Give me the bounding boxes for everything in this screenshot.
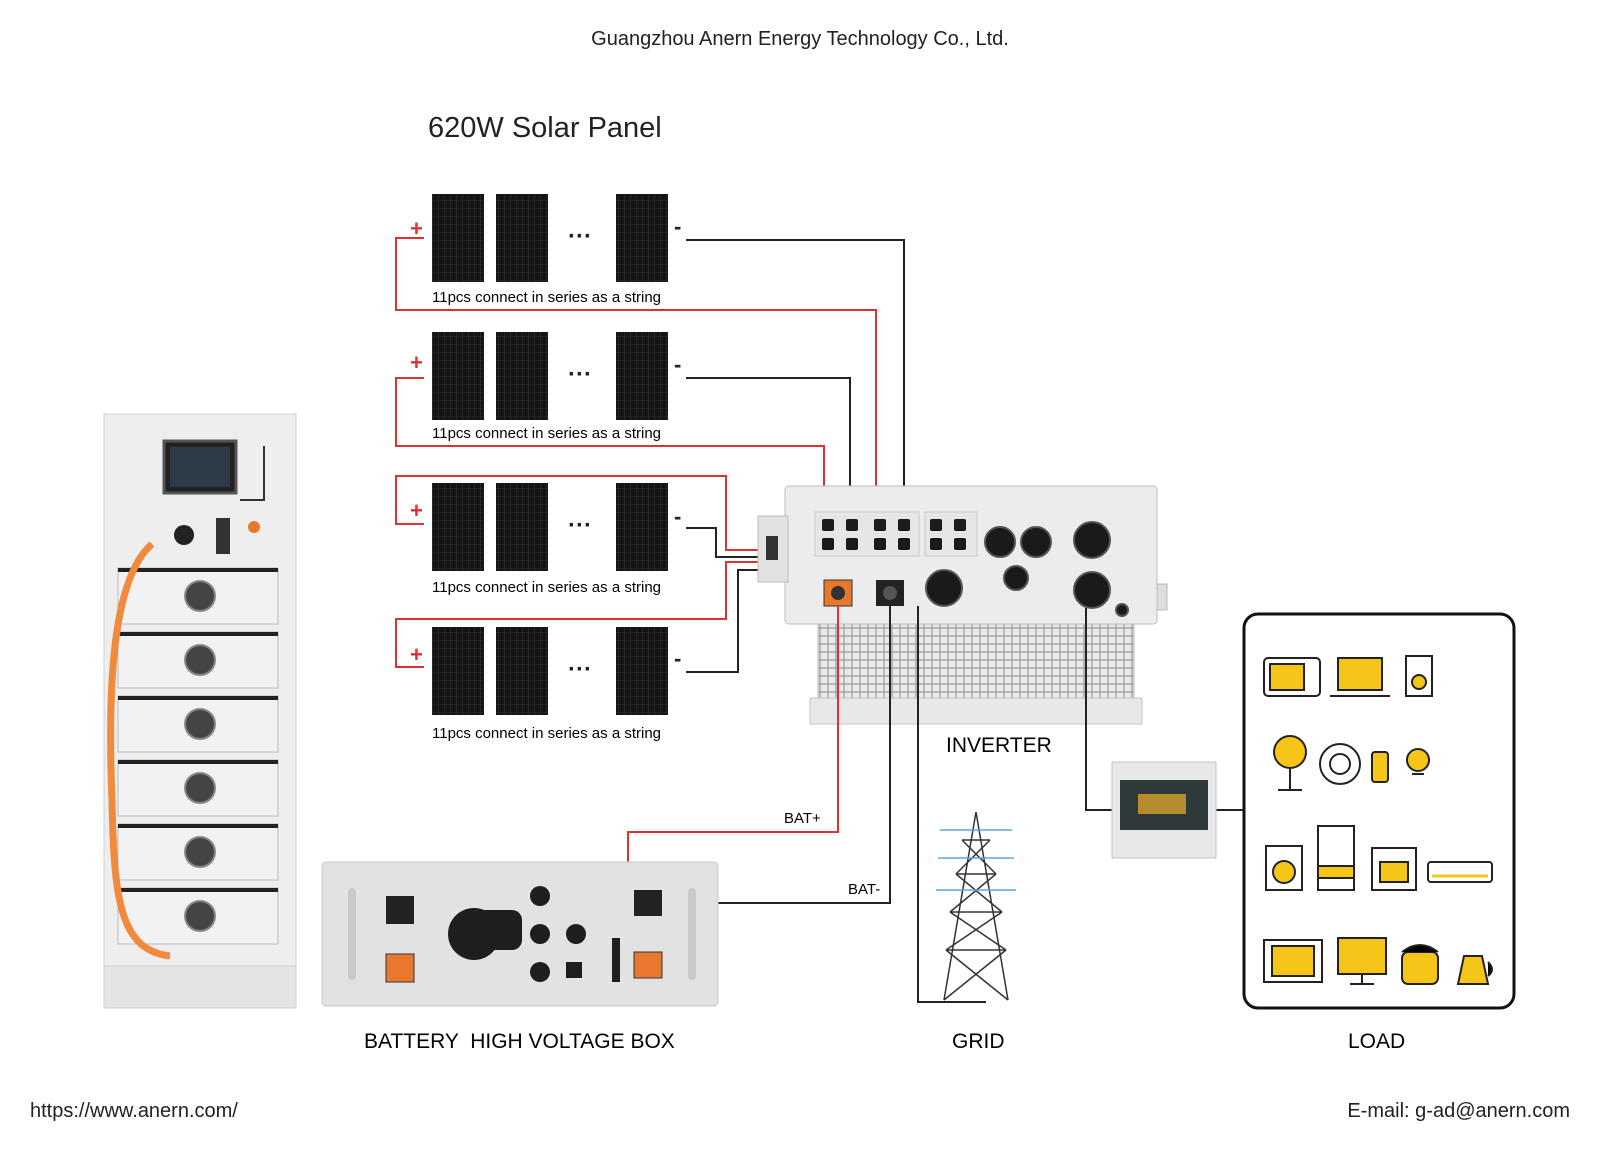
- solar-panel: [496, 483, 548, 571]
- laptop-icon: [1330, 657, 1390, 697]
- minus-sign: -: [674, 504, 681, 529]
- hv-rotary-handle: [470, 910, 522, 950]
- solar-panel-title: 620W Solar Panel: [428, 112, 662, 144]
- plus-sign: +: [410, 642, 423, 667]
- ac-ports: [925, 521, 1129, 617]
- hv-bat-plus-port: [633, 951, 663, 979]
- rack-main-switch: [174, 525, 194, 545]
- distribution-box: [1111, 761, 1217, 859]
- fan-icon: [1273, 735, 1307, 791]
- ellipsis: ···: [568, 656, 592, 683]
- rack-terminal: [248, 521, 260, 533]
- website-url[interactable]: https://www.anern.com/: [30, 1100, 238, 1122]
- solar-panel: [616, 627, 668, 715]
- bat-minus-label: BAT-: [848, 881, 880, 898]
- solar-string-3: ··· + - 11pcs connect in series as a str…: [410, 483, 681, 596]
- inverter-base: [809, 697, 1143, 725]
- minus-sign: -: [674, 214, 681, 239]
- distribution-breakers: [1138, 794, 1186, 814]
- string-label: 11pcs connect in series as a string: [432, 289, 661, 306]
- load-wire: [1085, 608, 1112, 811]
- refrigerator-icon: [1317, 825, 1355, 891]
- washing-machine-icon: [1265, 845, 1303, 891]
- solar-string-4: ··· + - 11pcs connect in series as a str…: [410, 627, 681, 742]
- rack-cable: [240, 446, 265, 501]
- grid-label: GRID: [952, 1030, 1005, 1053]
- speaker-icon: [1405, 655, 1433, 697]
- bat-minus-wire: [668, 606, 891, 904]
- company-name: Guangzhou Anern Energy Technology Co., L…: [591, 28, 1009, 50]
- solar-panel: [496, 332, 548, 420]
- battery-modules: [117, 567, 279, 945]
- tv-icon: [1263, 939, 1323, 983]
- microwave-icon: [1263, 657, 1321, 697]
- air-conditioner-icon: [1427, 861, 1493, 883]
- bat-plus-port-pin: [831, 586, 845, 600]
- inverter-bracket: [1156, 583, 1168, 611]
- inverter-heatsink: [817, 623, 1135, 699]
- solar-panel: [616, 332, 668, 420]
- pv-wiring: [395, 237, 905, 673]
- bat-plus-label: BAT+: [784, 810, 821, 827]
- hv-box-handle: [348, 888, 356, 980]
- grid-tower-icon: [936, 811, 1016, 1001]
- positive-wire: [395, 475, 824, 551]
- hv-port: [385, 953, 415, 983]
- string-label: 11pcs connect in series as a string: [432, 579, 661, 596]
- plus-sign: +: [410, 498, 423, 523]
- plus-sign: +: [410, 216, 423, 241]
- phone-icon: [1371, 751, 1389, 783]
- kettle-icon: [1456, 955, 1493, 985]
- positive-wire: [395, 377, 825, 535]
- battery-high-voltage-box: [321, 861, 719, 1007]
- solar-panel: [432, 332, 484, 420]
- solar-panel: [496, 194, 548, 282]
- load-panel: [1242, 612, 1516, 1010]
- contact-email[interactable]: E-mail: g-ad@anern.com: [1347, 1100, 1570, 1122]
- negative-wire: [686, 377, 851, 527]
- solar-panel: [432, 483, 484, 571]
- battery-box-label: BATTERY HIGH VOLTAGE BOX: [364, 1030, 675, 1053]
- solar-string-1: ··· + - 11pcs connect in series as a str…: [410, 194, 681, 306]
- hv-bat-minus-port: [634, 890, 662, 916]
- solar-panel: [496, 627, 548, 715]
- oven-icon: [1371, 847, 1417, 891]
- appliance-icons: [1263, 655, 1493, 985]
- solar-string-2: ··· + - 11pcs connect in series as a str…: [410, 332, 681, 442]
- rice-cooker-icon: [1401, 944, 1439, 985]
- bat-minus-port-pin: [883, 586, 897, 600]
- solar-panel: [616, 483, 668, 571]
- minus-sign: -: [674, 352, 681, 377]
- solar-panel: [616, 194, 668, 282]
- lightbulb-icon: [1406, 748, 1430, 775]
- solar-panel: [432, 194, 484, 282]
- inverter: [757, 485, 1168, 725]
- positive-wire: [395, 561, 876, 668]
- dc-switch: [766, 536, 778, 560]
- grid-wire: [917, 606, 986, 1003]
- minus-sign: -: [674, 646, 681, 671]
- battery-rack: [103, 413, 297, 1009]
- inverter-label: INVERTER: [946, 734, 1052, 757]
- string-label: 11pcs connect in series as a string: [432, 725, 661, 742]
- hv-box-handle: [688, 888, 696, 980]
- monitor-icon: [1337, 937, 1387, 985]
- rack-base: [103, 965, 297, 1009]
- negative-wire: [686, 239, 905, 527]
- robot-vacuum-icon: [1319, 743, 1361, 785]
- rack-breaker: [216, 518, 230, 554]
- positive-wire: [395, 237, 877, 535]
- pv-connectors: [822, 519, 966, 550]
- ellipsis: ···: [568, 361, 592, 388]
- rack-display-screen: [170, 447, 230, 487]
- hv-port: [386, 896, 414, 924]
- ellipsis: ···: [568, 223, 592, 250]
- load-label: LOAD: [1348, 1030, 1405, 1053]
- rack-orange-cable: [107, 541, 171, 960]
- ellipsis: ···: [568, 512, 592, 539]
- string-label: 11pcs connect in series as a string: [432, 425, 661, 442]
- plus-sign: +: [410, 350, 423, 375]
- solar-panel: [432, 627, 484, 715]
